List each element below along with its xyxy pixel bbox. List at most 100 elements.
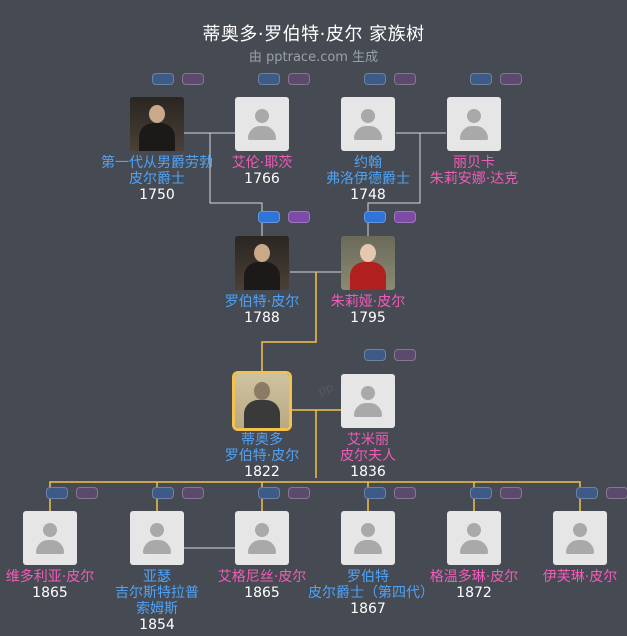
avatar[interactable] [447,511,501,565]
expand-father-line-button[interactable] [470,73,492,85]
person-placeholder-icon [566,540,594,554]
person-name[interactable]: 伊芙琳·皮尔 [542,569,618,585]
expand-father-line-button[interactable] [364,211,386,223]
person-card[interactable]: 丽贝卡朱莉安娜·达克 [414,97,534,187]
person-card[interactable]: 伊芙琳·皮尔 [520,511,627,585]
avatar[interactable] [447,97,501,151]
expand-father-line-button[interactable] [258,211,280,223]
expand-father-line-button[interactable] [470,487,492,499]
expand-mother-line-button[interactable] [394,73,416,85]
expand-father-line-button[interactable] [46,487,68,499]
person-name[interactable]: 皮尔夫人 [340,448,396,464]
person-placeholder-icon [361,523,375,537]
expand-mother-line-button[interactable] [288,211,310,223]
avatar[interactable] [235,236,289,290]
expand-mother-line-button[interactable] [182,73,204,85]
person-placeholder-icon [460,540,488,554]
avatar[interactable] [341,97,395,151]
avatar[interactable] [235,374,289,428]
person-name[interactable]: 艾伦·耶茨 [231,155,293,171]
person-name[interactable]: 艾格尼丝·皮尔 [217,569,307,585]
expand-mother-line-button[interactable] [288,487,310,499]
person-card[interactable]: 罗伯特皮尔爵士（第四代）1867 [308,511,434,617]
person-name[interactable]: 皮尔爵士 [129,171,185,187]
expand-mother-line-button[interactable] [76,487,98,499]
person-placeholder-icon [354,403,382,417]
person-name[interactable]: 弗洛伊德爵士 [326,171,410,187]
expand-father-line-button[interactable] [258,487,280,499]
birth-year: 1865 [32,585,68,601]
person-placeholder-icon [354,126,382,140]
person-name[interactable]: 吉尔斯特拉普 [115,585,199,601]
avatar[interactable] [341,511,395,565]
avatar[interactable] [341,236,395,290]
person-placeholder-icon [255,523,269,537]
expand-mother-line-button[interactable] [394,349,416,361]
expand-father-line-button[interactable] [152,487,174,499]
person-name[interactable]: 亚瑟 [143,569,171,585]
person-name[interactable]: 罗伯特·皮尔 [224,294,300,310]
avatar[interactable] [341,374,395,428]
portrait-figure [139,123,175,151]
person-name[interactable]: 第一代从男爵劳勃 [101,155,213,171]
birth-year: 1750 [139,187,175,203]
expand-father-line-button[interactable] [576,487,598,499]
expand-mother-line-button[interactable] [500,487,522,499]
person-name[interactable]: 罗伯特·皮尔 [224,448,300,464]
person-placeholder-icon [573,523,587,537]
person-name[interactable]: 丽贝卡 [453,155,495,171]
birth-year: 1854 [139,617,175,633]
expand-father-line-button[interactable] [364,487,386,499]
person-placeholder-icon [43,523,57,537]
expand-mother-line-button[interactable] [394,487,416,499]
portrait-figure [350,262,386,290]
person-placeholder-icon [143,540,171,554]
expand-father-line-button[interactable] [364,349,386,361]
portrait-face [254,244,270,262]
expand-father-line-button[interactable] [152,73,174,85]
avatar[interactable] [235,511,289,565]
person-name[interactable]: 索姆斯 [136,601,178,617]
person-placeholder-icon [248,126,276,140]
avatar[interactable] [553,511,607,565]
expand-mother-line-button[interactable] [182,487,204,499]
page-title: 蒂奥多·罗伯特·皮尔 家族树 [202,24,425,45]
person-placeholder-icon [255,109,269,123]
person-name[interactable]: 朱莉安娜·达克 [429,171,519,187]
portrait-face [360,244,376,262]
person-name[interactable]: 罗伯特 [347,569,389,585]
avatar[interactable] [130,511,184,565]
expand-father-line-button[interactable] [364,73,386,85]
person-placeholder-icon [361,386,375,400]
expand-mother-line-button[interactable] [606,487,627,499]
person-name[interactable]: 格温多琳·皮尔 [429,569,519,585]
expand-mother-line-button[interactable] [288,73,310,85]
birth-year: 1748 [350,187,386,203]
expand-father-line-button[interactable] [258,73,280,85]
person-name[interactable]: 皮尔爵士（第四代） [308,585,434,601]
birth-year: 1822 [244,464,280,480]
person-placeholder-icon [150,523,164,537]
birth-year: 1865 [244,585,280,601]
person-name[interactable]: 朱莉娅·皮尔 [330,294,406,310]
expand-mother-line-button[interactable] [500,73,522,85]
person-name[interactable]: 蒂奥多 [241,432,283,448]
avatar[interactable] [130,97,184,151]
avatar[interactable] [23,511,77,565]
avatar[interactable] [235,97,289,151]
person-name[interactable]: 艾米丽 [347,432,389,448]
person-name[interactable]: 约翰 [354,155,382,171]
expand-mother-line-button[interactable] [394,211,416,223]
person-name[interactable]: 维多利亚·皮尔 [5,569,95,585]
